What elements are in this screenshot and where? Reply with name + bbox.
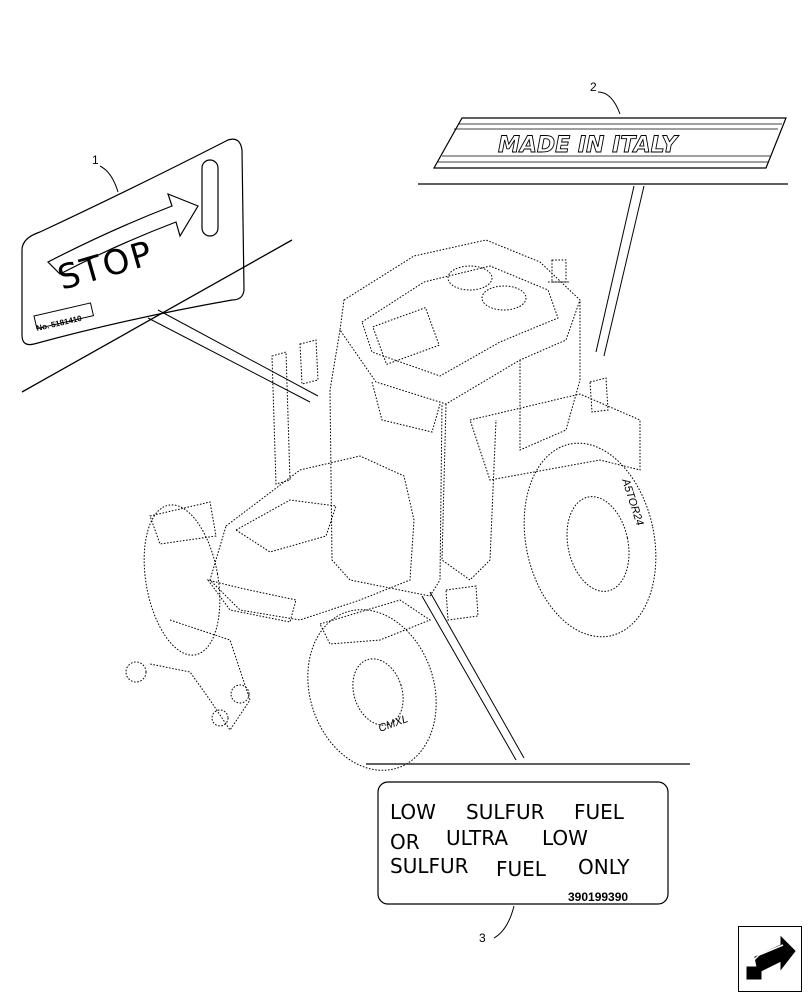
fuel-decal: LOW SULFUR FUEL OR ULTRA LOW SULFUR FUEL… [377, 781, 669, 905]
front-grille [206, 579, 297, 623]
callout-number-2: 2 [590, 80, 597, 94]
windshield [371, 381, 441, 433]
roof-vent-left [447, 265, 493, 291]
leader-line-3b [429, 591, 525, 759]
rear-fender [469, 393, 641, 481]
slot-cutout [201, 159, 219, 237]
exhaust-pipe [271, 351, 291, 485]
cab-door [441, 403, 497, 581]
front-right-rim [352, 658, 404, 726]
fuel-line3-word1: SULFUR [390, 854, 469, 878]
fuel-line1-word3: FUEL [574, 800, 625, 824]
leader-line-1 [99, 165, 119, 193]
cab-step [445, 585, 479, 621]
fuel-part-number: 390199390 [568, 890, 628, 904]
callout-number-3: 3 [479, 931, 486, 945]
roof-vent-right [481, 285, 527, 311]
stop-decal-outline [21, 138, 245, 346]
callout-1: 1 [92, 153, 119, 193]
callout-2: 2 [590, 80, 621, 115]
rear-right-tire [523, 442, 657, 638]
stop-decal: STOP No. 5181410 [21, 138, 245, 346]
leader-line-3 [493, 905, 515, 939]
italy-decal-outline [432, 117, 787, 169]
leader-line-3a [421, 595, 517, 761]
front-left-fender [149, 501, 217, 545]
front-right-tire [307, 609, 437, 771]
leader-line-1b [157, 309, 319, 397]
leader-line-2a [595, 185, 635, 353]
hitch-ball-left [125, 661, 147, 683]
callout-3: 3 [479, 905, 515, 945]
callout-number-1: 1 [92, 153, 99, 167]
hood-top-panel [235, 499, 337, 553]
tractor-illustration [125, 239, 657, 771]
stop-word: STOP [53, 233, 158, 298]
tractor-tire-markings: A5TOR24 CMXL [377, 476, 646, 735]
stop-part-number: No. 5181410 [35, 314, 83, 333]
fuel-decal-outline [377, 781, 669, 905]
fuel-line2-word1: OR [390, 830, 420, 854]
part-number-box [33, 302, 95, 330]
front-left-tire [143, 504, 221, 656]
cab-roof [339, 239, 581, 405]
front-tire-text: CMXL [377, 713, 410, 735]
leader-line-2 [597, 91, 621, 115]
return-arrow-icon [746, 935, 796, 980]
fuel-line3-word2: FUEL [496, 857, 547, 881]
leader-line-2b [603, 185, 645, 357]
made-in-italy-text: MADE IN ITALY [498, 133, 679, 158]
arrow-right-icon [46, 192, 199, 275]
left-mirror [299, 339, 319, 385]
fuel-line2-word3: LOW [542, 826, 588, 850]
roof-panel [361, 265, 559, 377]
return-button[interactable] [738, 926, 802, 992]
leader-line-1a [147, 317, 311, 403]
rear-tire-text: A5TOR24 [619, 476, 646, 527]
made-in-italy-decal: MADE IN ITALY [432, 117, 787, 169]
hitch-ball-lower [211, 709, 229, 727]
rear-right-rim [566, 496, 630, 592]
engine-hood [209, 455, 415, 621]
cab-left-pillar [329, 329, 443, 597]
separator-line-left [21, 239, 293, 393]
front-hitch [149, 619, 251, 731]
fuel-line1-word1: LOW [390, 800, 436, 824]
right-mirror [589, 377, 609, 413]
front-right-fender [319, 599, 432, 645]
fuel-line3-word3: ONLY [578, 855, 630, 879]
hitch-ball-right [230, 684, 250, 704]
beacon-light [548, 259, 570, 283]
cab-rear [519, 300, 581, 451]
fuel-line1-word2: SULFUR [466, 800, 545, 824]
fuel-line2-word2: ULTRA [446, 826, 508, 850]
